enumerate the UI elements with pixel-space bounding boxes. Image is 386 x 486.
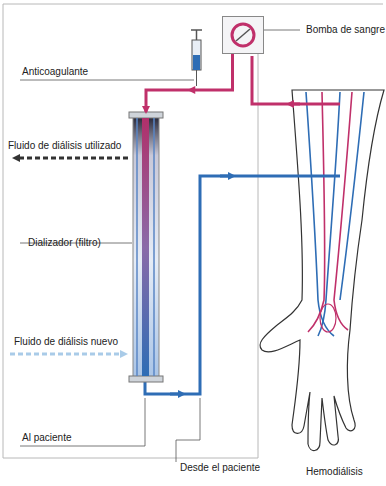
dialyzer: Dializador (filtro) [129,112,163,382]
leader-lines [20,30,300,462]
blood-line [146,54,233,112]
node-label: Dializador (filtro) [28,237,101,249]
node-label: Bomba de sangre [306,24,385,36]
to-patient-label: Al paciente [22,432,71,444]
anticoagulant-label: Anticoagulante [22,66,88,78]
pump-symbol [222,16,264,54]
fluid-arrows [10,158,128,354]
caption-label: Hemodiálisis [306,466,363,478]
syringe [191,30,202,86]
arterial-tube [252,56,340,104]
from-patient-label: Desde el paciente [180,462,260,474]
frame-lines [3,4,383,458]
vessels [306,92,364,336]
arm-drawing [260,90,384,451]
flow-arrowhead [187,86,195,94]
venous-tube [145,176,340,394]
new-fluid-label: Fluido de diálisis nuevo [14,336,118,348]
pump-box: Bomba de sangre [222,16,264,54]
dialyzer-body [129,112,163,382]
used-fluid-label: Fluido de diálisis utilizado [8,140,121,152]
